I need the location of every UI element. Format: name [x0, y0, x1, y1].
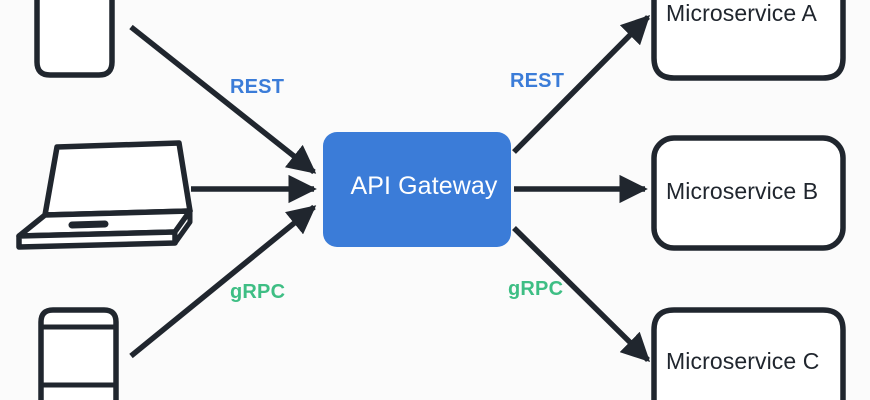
- edge-phone-to-gateway: [129, 204, 317, 359]
- tablet-icon: [34, 0, 115, 78]
- microservice-c-box[interactable]: [651, 307, 846, 400]
- edge-label-grpc-inbound: gRPC: [230, 281, 286, 303]
- microservice-b-box[interactable]: [651, 135, 846, 251]
- edge-label-rest-outbound: REST: [510, 70, 565, 92]
- api-gateway-box[interactable]: [323, 132, 511, 247]
- microservice-a-box[interactable]: [651, 0, 846, 81]
- edge-gateway-to-microservice-a: [512, 14, 651, 154]
- edge-label-grpc-outbound: gRPC: [508, 278, 564, 300]
- phone-icon: [38, 307, 119, 400]
- edge-label-rest-inbound: REST: [230, 76, 285, 98]
- laptop-icon: [16, 140, 193, 250]
- edge-tablet-to-gateway: [129, 24, 317, 175]
- edge-gateway-to-microservice-c: [512, 226, 651, 363]
